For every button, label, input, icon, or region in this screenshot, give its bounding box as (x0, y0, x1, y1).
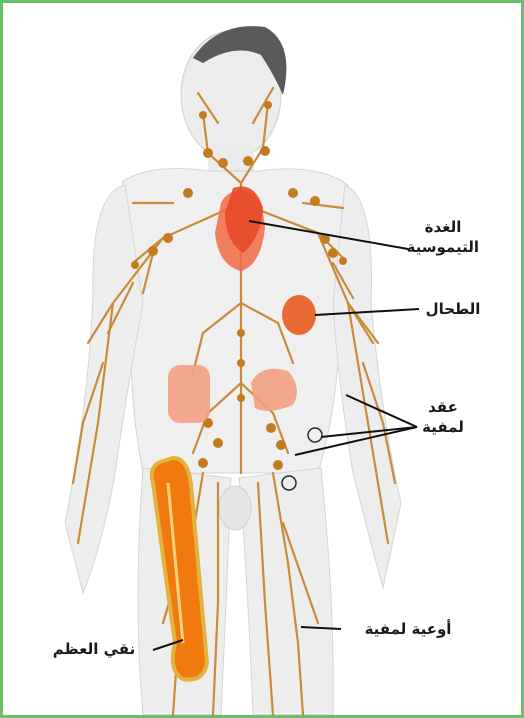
spleen-text: الطحال (426, 300, 481, 318)
intestine-right (251, 369, 297, 411)
vessels-text: أوعية لمفية (365, 620, 452, 638)
thymus-label: الغدة التيموسية (407, 217, 479, 257)
spleen-label: الطحال (421, 299, 485, 319)
lymphatic-system-illustration (3, 3, 521, 715)
thymus-text: الغدة التيموسية (407, 217, 479, 257)
marrow-text: نقي العظم (53, 640, 135, 658)
intestine-left (168, 365, 210, 423)
groin (219, 486, 251, 530)
vessels-label: أوعية لمفية (343, 619, 473, 639)
nodes-text: عقد لمفية (417, 397, 469, 437)
nodes-label: عقد لمفية (417, 397, 469, 437)
marrow-label: نقي العظم (39, 639, 149, 659)
right-leg (239, 468, 333, 715)
left-arm (65, 185, 143, 593)
spleen (282, 295, 316, 335)
